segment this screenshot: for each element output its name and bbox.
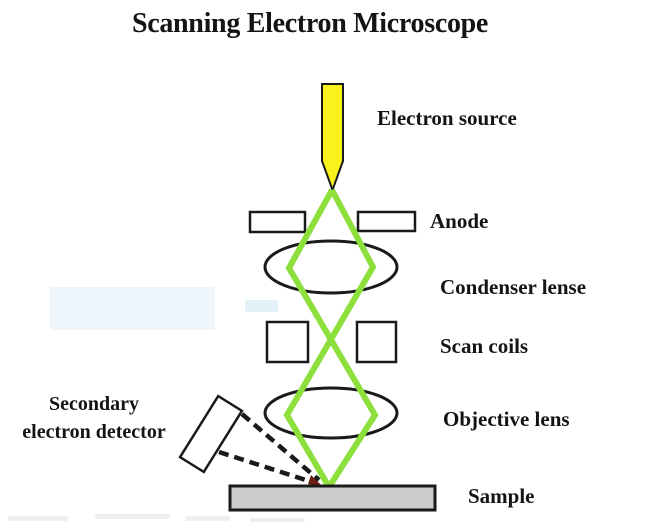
label-sample: Sample (468, 484, 535, 508)
faint-strip (245, 300, 278, 312)
label-condenser-lens: Condenser lense (440, 275, 587, 299)
scan-coil-left (265, 320, 310, 364)
detector-body (178, 394, 244, 474)
anode-left-plate (248, 210, 307, 234)
page-title: Scanning Electron Microscope (131, 8, 489, 39)
detector-body-group (178, 394, 244, 474)
label-objective-lens: Objective lens (443, 407, 570, 431)
condenser-lens-ellipse (263, 239, 399, 295)
objective-lens-ellipse (263, 386, 399, 440)
label-electron-source: Electron source (377, 106, 517, 130)
label-detector-line1: Secondary (49, 393, 139, 415)
label-secondary-electron-detector: Secondary electron detector (0, 390, 188, 446)
scan-coil-right (355, 320, 398, 364)
electron-beam-path-right (283, 188, 377, 489)
sample-stage (228, 484, 437, 512)
label-anode: Anode (430, 209, 489, 233)
smudge-marks (8, 514, 305, 522)
detector-signal-line-lower (218, 449, 316, 486)
label-detector-line2: electron detector (22, 421, 166, 443)
anode-right-plate (356, 210, 417, 233)
faint-highlight (50, 287, 215, 330)
electron-source-shape (321, 83, 344, 193)
label-scan-coils: Scan coils (440, 334, 529, 358)
detector-signal-line-upper (240, 412, 321, 482)
signal-arrowhead (308, 475, 323, 487)
